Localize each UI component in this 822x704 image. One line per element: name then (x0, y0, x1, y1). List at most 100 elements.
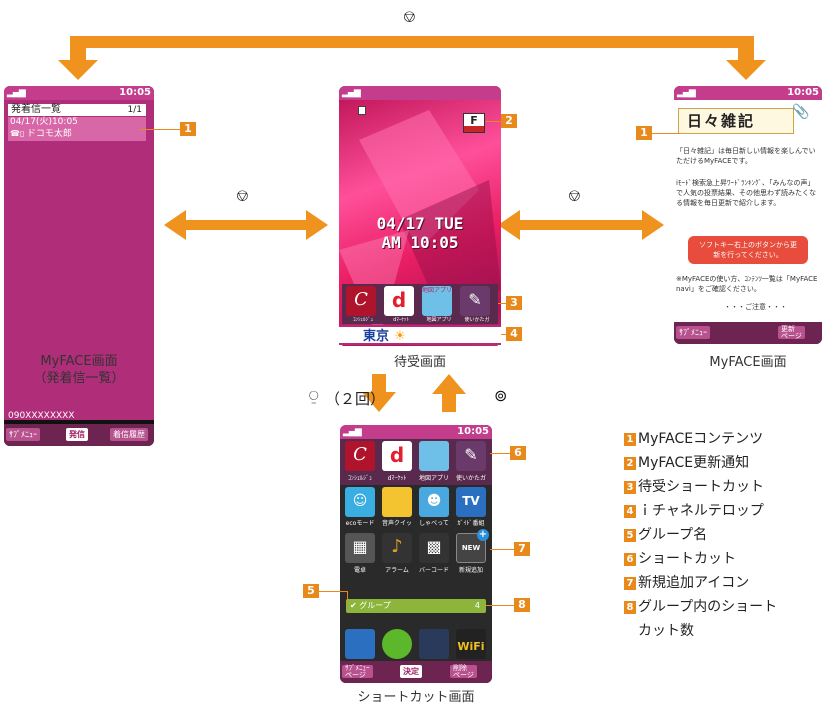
map-app-shortcut[interactable]: 地図アプリ (422, 286, 452, 316)
signal-icon: ▂▄▆ (677, 88, 696, 98)
phone-shortcut[interactable] (345, 629, 375, 659)
status-bar: ▂▄▆ 10:05 (674, 86, 822, 100)
tv-guide-shortcut[interactable]: TV (456, 487, 486, 517)
left-caption-title: MyFACE画面 (40, 354, 118, 369)
guide-shortcut[interactable]: ✎ (456, 441, 486, 471)
legend-text: 待受ショートカット (638, 479, 764, 495)
callout-line-3 (498, 303, 506, 304)
up-key-icon: ⊚ (494, 386, 508, 405)
left-double-arrow (164, 210, 328, 240)
myface-update-badge: F (463, 113, 485, 133)
plus-icon: + (477, 529, 489, 541)
callout-badge-3: 3 (506, 296, 522, 310)
concierge-shortcut[interactable]: C (345, 441, 375, 471)
callout-badge-4: 4 (506, 327, 522, 341)
group-name-bar[interactable]: ✔ グループ 4 (346, 599, 486, 613)
callout-badge-7: 7 (514, 542, 530, 556)
legend-badge: 5 (624, 529, 636, 542)
row2-label-4: ｶﾞｲﾄﾞ番組 (457, 520, 485, 527)
update-softkey-label: 更新 (781, 325, 795, 333)
top-navi-key-icon: ⎊ (403, 7, 416, 26)
update-instruction-button[interactable]: ソフトキー右上のボタンから更新を行ってください。 (688, 236, 808, 264)
call-softkey[interactable]: 発信 (66, 428, 88, 441)
legend-text: 新規追加アイコン (638, 575, 750, 591)
legend-text: ｉチャネルテロップ (638, 503, 764, 519)
concierge-shortcut[interactable]: C (346, 286, 376, 316)
submenu-softkey[interactable]: ｻﾌﾞﾒﾆｭｰ (676, 326, 710, 339)
alarm-shortcut[interactable]: ♪ (382, 533, 412, 563)
soft-key-bar: ｻﾌﾞﾒﾆｭｰ 更新ページ (674, 322, 822, 344)
top-label-2: dﾏｰｹｯﾄ (387, 475, 407, 482)
dmarket-shortcut[interactable]: d (384, 286, 414, 316)
camera-shortcut[interactable] (419, 629, 449, 659)
map-app-shortcut[interactable] (419, 441, 449, 471)
ichannel-ticker: 東京 ☀ (339, 325, 501, 345)
submenu-softkey[interactable]: ｻﾌﾞﾒﾆｭｰページ (342, 664, 373, 679)
callout-badge-1-left: 1 (180, 122, 196, 136)
wifi-shortcut[interactable]: WiFi (456, 629, 486, 659)
top-label-1: ｺﾝｼｪﾙｼﾞｭ (347, 475, 372, 482)
page-down-label: ページ (453, 671, 474, 679)
shortcut-screen: ▂▄▆ 10:05 C d ✎ ｺﾝｼｪﾙｼﾞｭ dﾏｰｹｯﾄ 地図アプリ 使い… (340, 425, 492, 683)
right-double-arrow (498, 210, 664, 240)
wallpaper-shapes (339, 110, 501, 340)
standby-time: AM 10:05 (381, 233, 459, 252)
submenu-softkey[interactable]: ｻﾌﾞﾒﾆｭｰ (6, 428, 40, 441)
guide-shortcut[interactable]: ✎ (460, 286, 490, 316)
dmarket-shortcut[interactable]: d (382, 441, 412, 471)
barcode-shortcut[interactable]: ▩ (419, 533, 449, 563)
signal-icon: ▂▄▆ (7, 88, 26, 98)
delete-label: 削除 (453, 664, 467, 672)
down-key-icon: ⍜ (309, 386, 319, 405)
shortcut-label-2: dﾏｰｹｯﾄ (393, 317, 409, 323)
soft-key-bar: ｻﾌﾞﾒﾆｭｰページ 決定 削除ページ (340, 661, 492, 683)
soft-key-bar: ｻﾌﾞﾒﾆｭｰ 発信 着信履歴 (4, 424, 154, 446)
ticker-city: 東京 (363, 329, 390, 344)
legend-text: ショートカット (638, 551, 736, 567)
calculator-shortcut[interactable]: ▦ (345, 533, 375, 563)
phone-icon: ☎▯ (10, 129, 27, 138)
legend-badge: 1 (624, 433, 636, 446)
confirm-softkey[interactable]: 決定 (400, 665, 422, 678)
content-area (674, 100, 822, 324)
left-caption-sub: （発着信一覧） (33, 371, 125, 386)
status-bar: ▂▄▆ 10:05 (340, 425, 492, 439)
call-entry-date: 04/17(火)10:05 (10, 117, 78, 127)
up-arrow (432, 374, 466, 412)
legend-badge: 4 (624, 505, 636, 518)
submenu-label: ｻﾌﾞﾒﾆｭｰ (345, 664, 370, 672)
call-list-title: 発着信一覧 (11, 104, 61, 115)
callout-badge-1-right: 1 (636, 126, 652, 140)
green-app-shortcut[interactable] (382, 629, 412, 659)
standby-date: 04/17 TUE (376, 214, 464, 233)
talk-search-shortcut[interactable]: ☻ (419, 487, 449, 517)
call-list-item[interactable]: 04/17(火)10:05 ☎▯ ドコモ太郎 (8, 117, 146, 141)
left-navi-key-icon: ⎊ (236, 186, 249, 205)
voice-quick-shortcut[interactable] (382, 487, 412, 517)
clock: 10:05 (119, 87, 151, 98)
row3-label-3: バーコード (418, 567, 449, 574)
phone-number: 090XXXXXXXX (8, 411, 75, 421)
diary-body-1: 「日々雑記」は毎日新しい情報を楽しんでいただけるMyFACEです。 (676, 147, 816, 165)
standby-shortcut-row: C d 地図アプリ ✎ ｺﾝｼｪﾙｼﾞｭ dﾏｰｹｯﾄ 地図アプリ 使いかたガ (342, 284, 498, 324)
delete-softkey[interactable]: 削除ページ (450, 664, 477, 679)
callout-line-6 (490, 453, 510, 454)
add-new-shortcut-icon[interactable]: NEW+ (456, 529, 489, 563)
down-times-label: （２回） (325, 390, 386, 408)
status-bar: ▂▄▆ 10:05 (4, 86, 154, 100)
received-history-softkey[interactable]: 着信履歴 (110, 428, 148, 441)
eco-mode-shortcut[interactable]: ☺ (345, 487, 375, 517)
update-softkey[interactable]: 更新ページ (778, 325, 805, 340)
call-list-header: 発着信一覧 1/1 (8, 104, 146, 116)
signal-icon: ▂▄▆ (342, 88, 361, 98)
status-bar: ▂▄▆ (339, 86, 501, 100)
paperclip-icon: 📎 (792, 104, 810, 120)
clock: 10:05 (457, 426, 489, 437)
page-indicator: 1/1 (127, 105, 142, 115)
